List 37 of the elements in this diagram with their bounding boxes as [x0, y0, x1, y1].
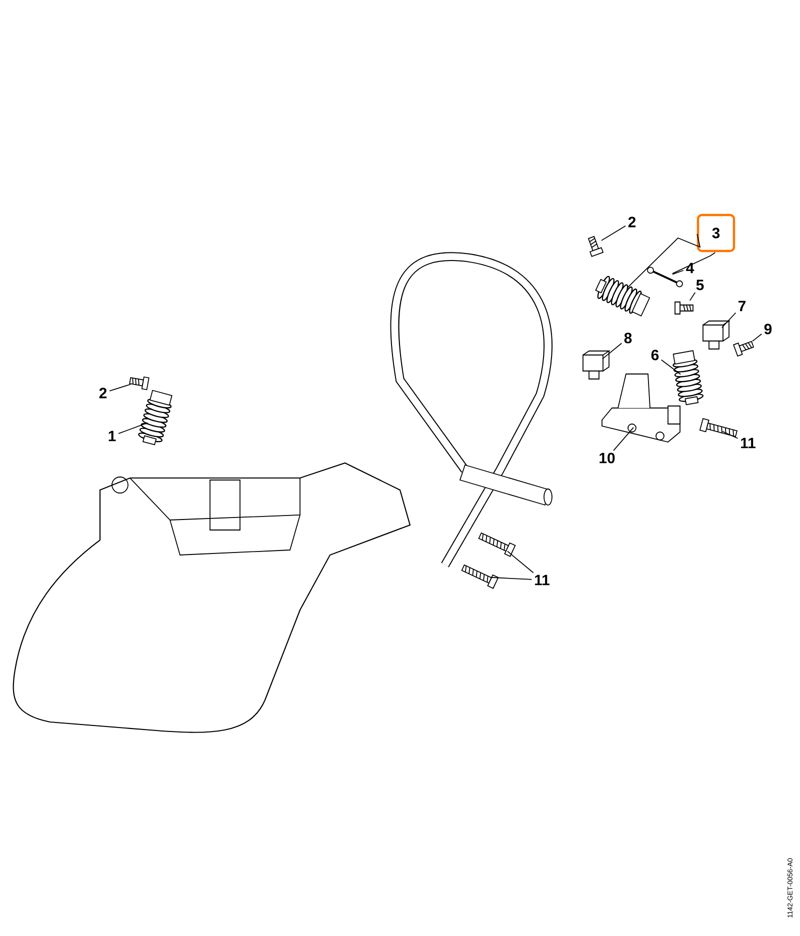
spring-drawing	[138, 390, 172, 446]
callout-number: 11	[741, 438, 756, 448]
block-drawing	[702, 320, 730, 350]
longscrew-drawing	[699, 418, 738, 438]
base-drawing	[602, 374, 680, 442]
callout-number: 4	[686, 262, 694, 274]
callout-number: 8	[624, 332, 632, 344]
leader-line	[118, 422, 148, 434]
callout-number: 1	[108, 430, 116, 442]
leader-line	[721, 312, 736, 328]
spring-drawing	[672, 350, 704, 406]
leader-line	[613, 427, 634, 451]
leader-line	[507, 550, 534, 574]
leader-line	[601, 225, 626, 241]
leader-line	[672, 252, 716, 274]
highlighted-callout-number: 3	[696, 214, 736, 252]
block-drawing	[582, 350, 610, 380]
leader-line	[672, 270, 684, 275]
pin-drawing	[647, 266, 683, 288]
leader-line	[627, 234, 701, 288]
callout-number: 11	[535, 574, 550, 586]
callout-number: 5	[696, 280, 704, 290]
leader-line	[660, 359, 681, 375]
callout-number: 2	[99, 388, 107, 398]
leader-line	[602, 342, 622, 360]
leader-line	[689, 292, 696, 301]
leader-line	[722, 430, 738, 439]
callout-number: 10	[600, 452, 615, 464]
leader-line	[490, 576, 532, 580]
callout-number: 6	[651, 350, 659, 360]
callout-number: 2	[628, 216, 636, 228]
spring-drawing	[595, 276, 650, 316]
callout-number: 7	[738, 300, 746, 312]
leader-line	[752, 334, 762, 342]
leader-line	[109, 384, 131, 392]
callout-number: 9	[764, 324, 772, 334]
screw-drawing	[674, 302, 694, 314]
